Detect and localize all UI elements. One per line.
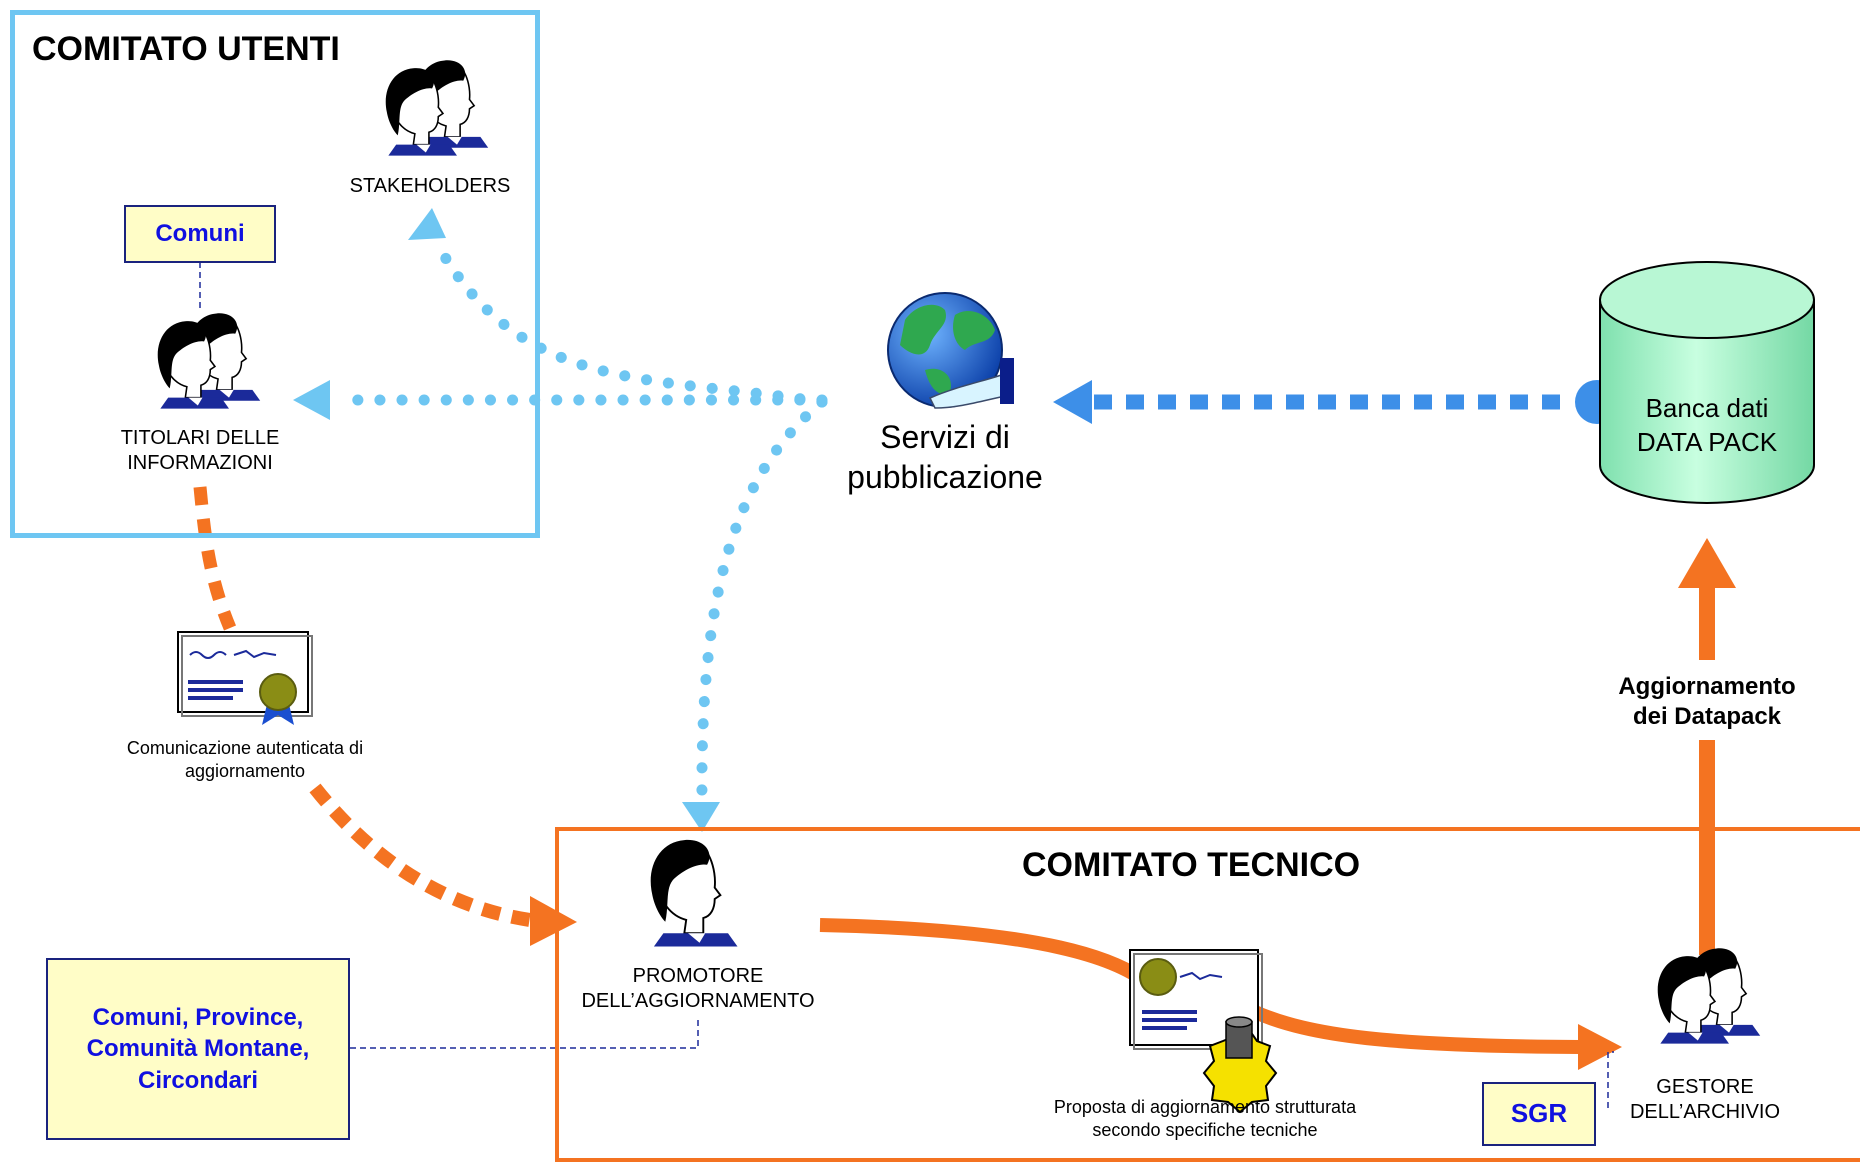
stakeholders-label: STAKEHOLDERS <box>349 175 511 197</box>
flow-titolari-to-comunicazione <box>193 486 237 631</box>
enti-box: Comuni, Province, Comunità Montane, Circ… <box>46 958 350 1140</box>
comunicazione-label: Comunicazione autenticata di aggiornamen… <box>126 738 364 781</box>
flow-database-to-services <box>1053 380 1619 424</box>
globe-icon <box>887 292 1014 409</box>
promotore-label: PROMOTORE DELL’AGGIORNAMENTO <box>581 965 815 1012</box>
gestore-label: GESTORE DELL’ARCHIVIO <box>1629 1076 1781 1123</box>
technical-committee-frame <box>555 827 1860 1162</box>
gear-icon <box>1202 1016 1278 1114</box>
database-label: Banca dati DATA PACK <box>1636 393 1778 457</box>
certificate-icon <box>177 631 313 725</box>
proposta-label: Proposta di aggiornamento strutturata se… <box>1053 1097 1357 1140</box>
aggiornamento-label: Aggiornamento dei Datapack <box>1572 672 1842 732</box>
services-label: Servizi di pubblicazione <box>847 419 1043 495</box>
users-committee-title: COMITATO UTENTI <box>32 30 340 68</box>
flow-services-to-titolari <box>293 380 828 420</box>
titolari-label: TITOLARI DELLE INFORMAZIONI <box>120 427 280 474</box>
technical-committee-title: COMITATO TECNICO <box>1022 846 1361 884</box>
comuni-box: Comuni <box>124 205 276 263</box>
users-committee-frame <box>10 10 540 538</box>
connector-sgr-gestore <box>1607 1051 1614 1108</box>
flow-services-to-stakeholders <box>408 208 828 408</box>
sgr-box: SGR <box>1482 1082 1596 1146</box>
flow-gestore-to-database <box>1678 538 1736 955</box>
flow-comunicazione-to-promotore <box>309 783 577 946</box>
connector-enti-promotore <box>350 1018 699 1049</box>
database-icon <box>1599 261 1815 504</box>
certificate-icon <box>1129 949 1263 1050</box>
flow-services-to-promotore <box>682 396 828 832</box>
